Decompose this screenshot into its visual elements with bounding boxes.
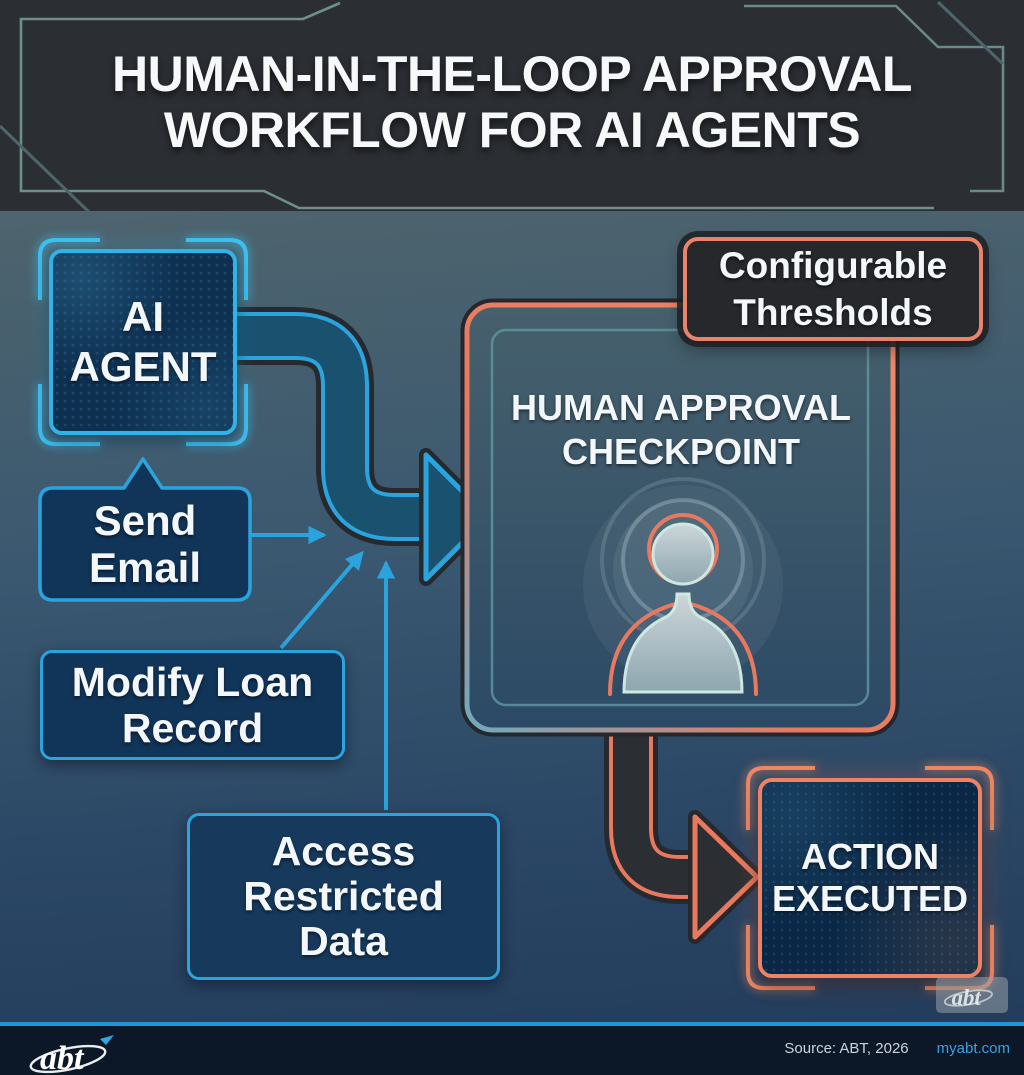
checkpoint-label-line2: CHECKPOINT	[561, 431, 800, 472]
access-data-label-line1: Access	[271, 828, 416, 874]
person-silhouette-icon	[583, 477, 783, 696]
abt-logo-text: abt	[40, 1040, 85, 1075]
abt-watermark-logo-icon: abt	[943, 985, 993, 1010]
node-action-executed: ACTION EXECUTED	[758, 778, 982, 978]
website-link[interactable]: myabt.com	[936, 1040, 1010, 1057]
source-attribution: Source: ABT, 2026	[784, 1040, 909, 1057]
checkpoint-title: HUMAN APPROVAL CHECKPOINT	[470, 386, 892, 474]
node-send-email: Send Email	[40, 487, 250, 600]
action-label-line1: ACTION	[801, 836, 939, 877]
page-title-line2: WORKFLOW FOR AI AGENTS	[163, 102, 861, 158]
page-title: HUMAN-IN-THE-LOOP APPROVAL WORKFLOW FOR …	[0, 46, 1024, 158]
abt-watermark: abt	[936, 977, 1008, 1013]
node-ai-agent: AI AGENT	[49, 249, 237, 435]
send-email-label-line1: Send	[93, 496, 197, 544]
ai-action-flow-pipe	[236, 307, 495, 586]
ai-agent-label-line2: AGENT	[69, 343, 217, 390]
modify-loan-arrow	[279, 550, 364, 650]
config-label-line1: Configurable	[718, 245, 948, 286]
checkpoint-label-line1: HUMAN APPROVAL	[511, 387, 851, 428]
access-data-label-line3: Data	[299, 918, 388, 964]
config-label-line2: Thresholds	[733, 292, 933, 333]
abt-logo-swoosh-tip	[100, 1035, 114, 1045]
node-modify-loan-record: Modify Loan Record	[40, 650, 345, 760]
checkpoint-panel	[460, 298, 900, 737]
footer-credits: Source: ABT, 2026 myabt.com	[784, 1040, 1010, 1057]
page-title-line1: HUMAN-IN-THE-LOOP APPROVAL	[112, 46, 912, 102]
node-access-restricted-data: Access Restricted Data	[187, 813, 500, 980]
abt-logo: abt	[26, 1031, 126, 1075]
abt-logo-icon: abt	[29, 1035, 114, 1075]
abt-watermark-text: abt	[952, 985, 982, 1010]
modify-loan-label-line2: Record	[121, 705, 264, 751]
footer-bar	[0, 1022, 1024, 1075]
ai-agent-label-line1: AI	[122, 293, 164, 340]
action-label-line2: EXECUTED	[771, 878, 969, 919]
send-email-label-line2: Email	[88, 543, 202, 591]
node-configurable-thresholds: Configurable Thresholds	[683, 237, 983, 341]
access-data-label-line2: Restricted	[243, 873, 444, 919]
approved-flow-pipe	[604, 700, 764, 944]
modify-loan-label-line1: Modify Loan	[71, 659, 314, 705]
